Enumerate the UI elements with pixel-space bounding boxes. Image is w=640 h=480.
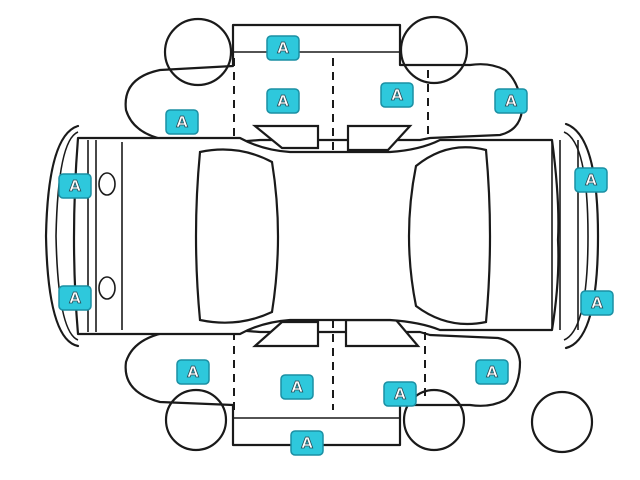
left-side-panel: [124, 23, 524, 144]
marker-label: A: [277, 92, 289, 111]
marker-right-door-front[interactable]: A: [383, 381, 417, 407]
marker-left-quarter-rear[interactable]: A: [165, 109, 199, 135]
marker-rocker-bottom[interactable]: A: [290, 430, 324, 456]
marker-label: A: [505, 92, 517, 111]
marker-rear-bumper-left[interactable]: A: [58, 173, 92, 199]
spare-wheel: [530, 390, 594, 454]
marker-label: A: [69, 177, 81, 196]
marker-right-fender-front[interactable]: A: [475, 359, 509, 385]
wheel-front-right: [402, 388, 466, 452]
marker-label: A: [176, 113, 188, 132]
marker-right-quarter-rear[interactable]: A: [176, 359, 210, 385]
marker-left-fender-front[interactable]: A: [494, 88, 528, 114]
marker-label: A: [301, 434, 313, 453]
marker-right-door-rear[interactable]: A: [280, 374, 314, 400]
marker-label: A: [394, 385, 406, 404]
right-side-panel: [124, 328, 522, 447]
marker-label: A: [69, 289, 81, 308]
marker-label: A: [585, 171, 597, 190]
marker-label: A: [187, 363, 199, 382]
marker-left-door-rear[interactable]: A: [266, 88, 300, 114]
wheel-rear-right: [164, 388, 228, 452]
marker-label: A: [486, 363, 498, 382]
marker-label: A: [591, 294, 603, 313]
marker-label: A: [277, 39, 289, 58]
marker-roof-rear[interactable]: A: [266, 35, 300, 61]
marker-front-bumper-right[interactable]: A: [580, 290, 614, 316]
marker-front-bumper-left[interactable]: A: [574, 167, 608, 193]
marker-label: A: [291, 378, 303, 397]
marker-rear-bumper-right[interactable]: A: [58, 285, 92, 311]
wheel-rear-left: [163, 17, 233, 87]
marker-label: A: [391, 86, 403, 105]
marker-left-door-front[interactable]: A: [380, 82, 414, 108]
wheel-front-left: [399, 15, 469, 85]
